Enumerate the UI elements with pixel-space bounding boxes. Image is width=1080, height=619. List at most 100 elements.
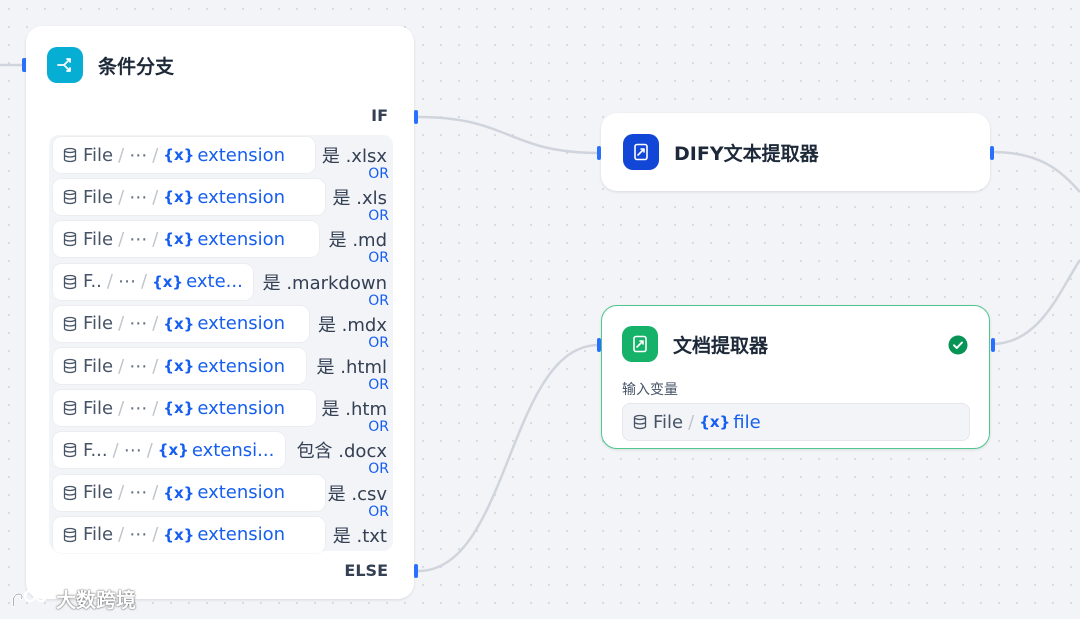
dify-node-header: DIFY文本提取器 <box>623 134 819 170</box>
condition-variable-pill[interactable]: File/⋯/{x}extension <box>53 179 325 216</box>
condition-operator-value[interactable]: 是 .html <box>316 357 387 378</box>
edge-if-to-dify[interactable] <box>417 115 600 155</box>
path-ellipsis: ⋯ <box>129 228 148 250</box>
database-icon <box>62 147 78 163</box>
condition-row[interactable]: File/⋯/{x}extension 是 .xlsx <box>49 135 393 175</box>
variable-x-icon: {x} <box>163 483 195 502</box>
path-separator: / <box>152 144 159 166</box>
variable-x-icon: {x} <box>163 188 195 207</box>
if-output-handle[interactable] <box>414 110 418 124</box>
condition-variable-pill[interactable]: File/⋯/{x}extension <box>53 348 306 384</box>
path-separator: / <box>118 313 125 335</box>
variable-node-name: File <box>83 355 114 377</box>
path-ellipsis: ⋯ <box>123 439 142 461</box>
database-icon <box>62 231 78 247</box>
variable-node-name: File <box>83 144 114 166</box>
input-variable-pill[interactable]: File / {x} file <box>622 403 970 441</box>
or-connector-label[interactable]: OR <box>368 208 389 225</box>
path-ellipsis: ⋯ <box>129 144 148 166</box>
condition-row[interactable]: F.../⋯/{x}extensi... 包含 .docx <box>49 430 393 470</box>
path-separator: / <box>140 271 148 293</box>
variable-field-name: extension <box>197 355 286 377</box>
or-connector-label[interactable]: OR <box>368 377 389 393</box>
or-connector-label[interactable]: OR <box>368 250 389 267</box>
condition-operator-value[interactable]: 是 .csv <box>327 483 387 505</box>
or-connector-label[interactable]: OR <box>368 503 389 520</box>
or-connector-label[interactable]: OR <box>368 334 389 351</box>
condition-operator-value[interactable]: 是 .markdown <box>262 272 387 294</box>
condition-operator-value[interactable]: 是 .htm <box>321 399 387 421</box>
dify-input-handle[interactable] <box>597 146 601 160</box>
or-connector-label[interactable]: OR <box>368 166 389 182</box>
condition-operator-value[interactable]: 是 .xls <box>332 188 387 210</box>
or-connector-label[interactable]: OR <box>368 419 389 436</box>
database-icon <box>62 485 78 501</box>
condition-variable-pill[interactable]: File/⋯/{x}extension <box>53 305 309 342</box>
dify-output-handle[interactable] <box>990 146 994 160</box>
variable-field-name: file <box>733 411 761 433</box>
path-separator: / <box>118 524 125 546</box>
branch-input-handle[interactable] <box>22 58 26 72</box>
condition-row[interactable]: F../⋯/{x}exte... 是 .markdown <box>49 262 393 302</box>
or-connector-label[interactable]: OR <box>368 461 389 478</box>
if-label: IF <box>371 106 388 125</box>
path-ellipsis: ⋯ <box>129 313 148 335</box>
doc-node-title: 文档提取器 <box>673 334 769 357</box>
condition-variable-pill[interactable]: File/⋯/{x}extension <box>53 474 325 511</box>
path-separator: / <box>152 397 159 419</box>
condition-variable-pill[interactable]: F../⋯/{x}exte... <box>53 263 253 300</box>
condition-operator-value[interactable]: 是 .md <box>328 230 387 252</box>
condition-row[interactable]: File/⋯/{x}extension 是 .mdx <box>49 304 393 344</box>
path-separator: / <box>146 439 153 461</box>
edge-doc-out[interactable] <box>991 259 1080 346</box>
path-separator: / <box>118 228 125 250</box>
else-label: ELSE <box>344 561 388 580</box>
variable-x-icon: {x} <box>163 230 195 249</box>
database-icon <box>62 316 78 332</box>
condition-row[interactable]: File/⋯/{x}extension 是 .html <box>49 346 393 386</box>
edge-else-to-doc[interactable] <box>417 343 600 573</box>
condition-operator-value[interactable]: 是 .xlsx <box>321 146 387 167</box>
doc-output-handle[interactable] <box>990 338 995 352</box>
condition-operator-value[interactable]: 包含 .docx <box>296 441 387 463</box>
or-connector-label[interactable]: OR <box>368 292 389 309</box>
path-separator: / <box>152 355 159 377</box>
document-extractor-node[interactable]: 文档提取器 输入变量 File / {x} file <box>596 305 995 449</box>
variable-node-name: File <box>83 313 114 335</box>
condition-variable-pill[interactable]: File/⋯/{x}extension <box>53 137 315 173</box>
branch-node-title: 条件分支 <box>98 55 175 78</box>
condition-variable-pill[interactable]: F.../⋯/{x}extensi... <box>53 432 285 469</box>
path-separator: / <box>112 439 119 461</box>
path-ellipsis: ⋯ <box>129 355 148 377</box>
variable-x-icon: {x} <box>152 272 184 291</box>
dify-text-extractor-node[interactable]: DIFY文本提取器 <box>597 113 994 191</box>
path-ellipsis: ⋯ <box>129 186 148 208</box>
condition-row[interactable]: File/⋯/{x}extension 是 .txt <box>49 515 393 555</box>
path-separator: / <box>118 355 125 377</box>
path-separator: / <box>118 186 125 208</box>
edge-dify-out[interactable] <box>991 150 1080 193</box>
watermark: 大数跨境 <box>10 584 136 613</box>
variable-field-name: extension <box>197 144 286 166</box>
variable-field-name: extension <box>197 524 286 546</box>
condition-variable-pill[interactable]: File/⋯/{x}extension <box>53 516 325 553</box>
condition-variable-pill[interactable]: File/⋯/{x}extension <box>53 390 316 427</box>
path-separator: / <box>118 482 125 504</box>
path-separator: / <box>118 144 125 166</box>
condition-operator-value[interactable]: 是 .txt <box>332 525 387 547</box>
condition-operator-value[interactable]: 是 .mdx <box>317 314 387 336</box>
else-output-handle[interactable] <box>414 564 418 578</box>
condition-variable-pill[interactable]: File/⋯/{x}extension <box>53 221 319 258</box>
doc-input-handle[interactable] <box>596 338 601 352</box>
variable-x-icon: {x} <box>699 413 731 431</box>
path-separator: / <box>152 524 159 546</box>
database-icon <box>632 414 648 430</box>
variable-node-name: File <box>83 186 114 208</box>
document-extract-icon <box>622 326 658 362</box>
database-icon <box>62 189 78 205</box>
